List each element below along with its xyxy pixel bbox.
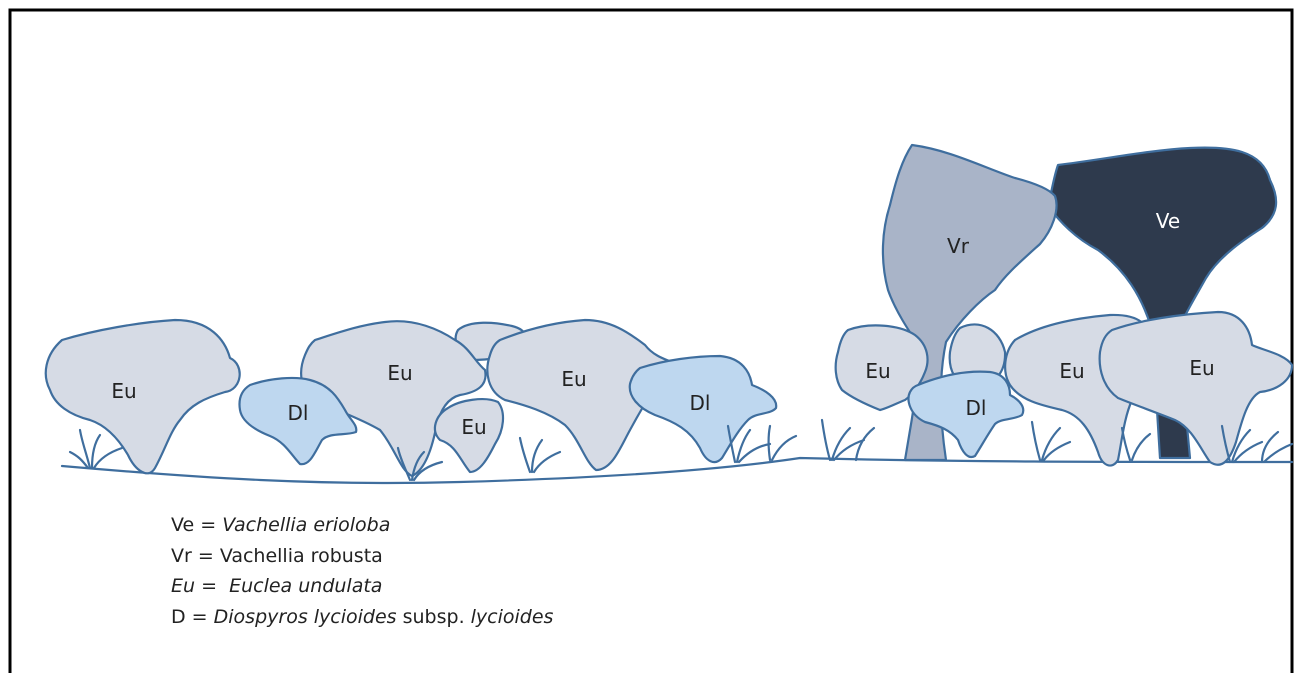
- grass-tuft-6: [1032, 422, 1070, 460]
- euclea-shrub-6: [1100, 312, 1292, 465]
- label-eu-2: Eu: [387, 361, 412, 385]
- label-eu-3: Eu: [561, 367, 586, 391]
- label-eu-5: Eu: [1059, 359, 1084, 383]
- label-dl-1: Dl: [288, 401, 309, 425]
- label-ve: Ve: [1156, 209, 1180, 233]
- label-eu-4: Eu: [865, 359, 890, 383]
- legend-item-vr: Vr = Vachellia robusta: [171, 541, 553, 572]
- legend-item-ve: Ve = Vachellia erioloba: [171, 510, 553, 541]
- label-dl-2: Dl: [690, 391, 711, 415]
- label-eu-small: Eu: [461, 415, 486, 439]
- legend-abbr-eu: Eu: [171, 575, 195, 597]
- legend-abbr-ve: Ve: [171, 514, 194, 536]
- legend-abbr-vr: Vr: [171, 545, 192, 567]
- grass-tuft-3: [520, 438, 560, 472]
- label-vr: Vr: [947, 234, 970, 258]
- label-eu-1: Eu: [111, 379, 136, 403]
- legend-item-eu: Eu = Euclea undulata: [171, 571, 553, 602]
- legend-name-vr: Vachellia robusta: [220, 545, 383, 567]
- grass-tuft-7: [1122, 428, 1150, 460]
- legend-subspecies-d: lycioides: [471, 606, 554, 628]
- euclea-shrub-1: [46, 320, 240, 473]
- grass-tuft-5: [822, 420, 874, 460]
- label-dl-3: Dl: [966, 396, 987, 420]
- legend-name-ve: Vachellia erioloba: [222, 514, 390, 536]
- label-eu-6: Eu: [1189, 356, 1214, 380]
- legend-name-eu: Euclea undulata: [229, 575, 382, 597]
- species-legend: Ve = Vachellia erioloba Vr = Vachellia r…: [171, 510, 553, 632]
- legend-name-d: Diospyros lycioides: [214, 606, 397, 628]
- legend-item-d: D = Diospyros lycioides subsp. lycioides: [171, 602, 553, 633]
- legend-abbr-d: D: [171, 606, 186, 628]
